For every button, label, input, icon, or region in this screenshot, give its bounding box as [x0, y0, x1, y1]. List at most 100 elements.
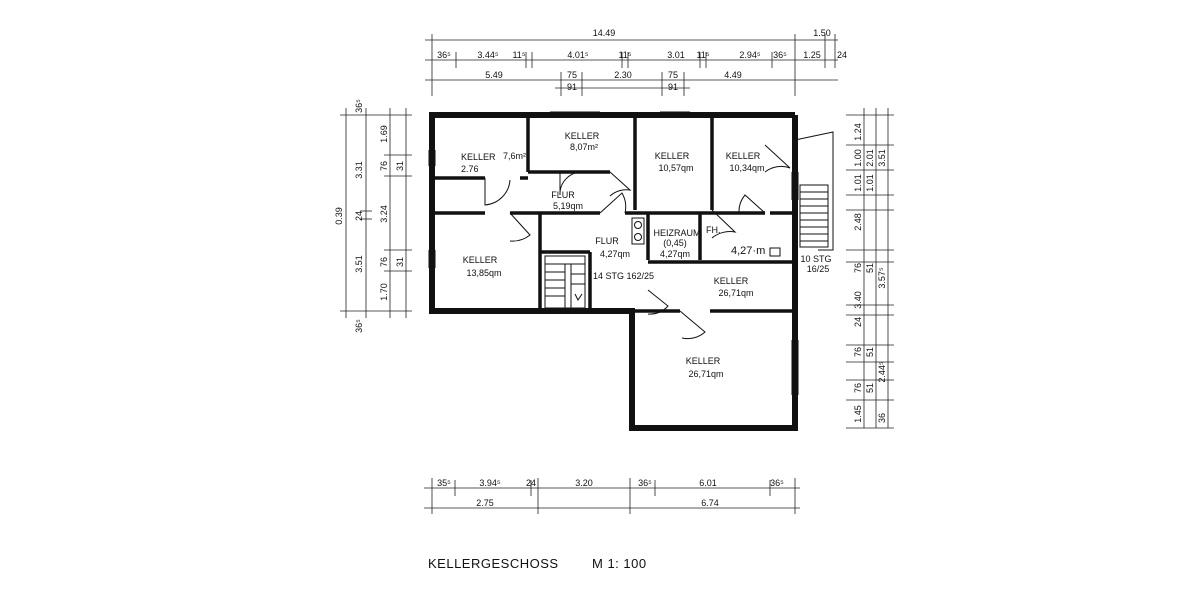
right-dimensions: 1.24 1.00 2.01 1.01 1.01 2.48 76 51 3.40…	[846, 108, 894, 429]
dim-bottom-row2-1: 6.74	[701, 498, 719, 508]
dim-left-inner-1: 76	[379, 161, 389, 171]
room-keller-4-area: 10,34qm	[729, 163, 764, 173]
room-keller-5-name: KELLER	[463, 255, 498, 265]
room-flur-2-name: FLUR	[595, 236, 619, 246]
room-keller-1-area: 7,6m²	[503, 151, 526, 161]
dim-top-row2-3: 75	[668, 70, 678, 80]
door-arc	[609, 171, 632, 197]
dim-top-row3-1: 91	[668, 82, 678, 92]
dim-top-row1-7: 2.94⁵	[739, 50, 761, 60]
room-flur-1-area: 5,19qm	[553, 201, 583, 211]
bottom-dimensions: 35⁵ 3.94⁵ 24 3.20 36⁵ 6.01 36⁵ 2.75 6.74	[424, 478, 800, 514]
dim-top-row1-1: 3.44⁵	[477, 50, 499, 60]
room-keller-2-area: 8,07m²	[570, 142, 598, 152]
dim-right-inner-9: 24	[853, 317, 863, 327]
dim-right-outer-2: 2.44⁵	[877, 361, 887, 383]
dim-bottom-row1-3: 3.20	[575, 478, 593, 488]
room-keller-7-area: 26,71qm	[688, 369, 723, 379]
dim-right-inner-2: 2.01	[865, 149, 875, 167]
room-keller-7-name: KELLER	[686, 356, 721, 366]
outdoor-stairs	[799, 184, 829, 248]
dim-bottom-row1-6: 36⁵	[770, 478, 784, 488]
room-flur-1-name: FLUR	[551, 190, 575, 200]
label-fh: FH.	[706, 225, 721, 235]
dim-right-outer-1: 3.57⁵	[877, 267, 887, 289]
label-stairs-outer-a: 10 STG	[800, 254, 831, 264]
interior-stairs	[544, 255, 586, 309]
room-keller-1-name: KELLER	[461, 152, 496, 162]
dim-right-outer-0: 3.51	[877, 149, 887, 167]
dim-left-outer-0: 36⁵	[354, 99, 364, 113]
dim-left-total: 0.39	[334, 207, 344, 225]
dim-top-row2-1: 75	[567, 70, 577, 80]
dim-left-inner-3: 3.24	[379, 205, 389, 223]
door-arc	[484, 178, 511, 206]
dim-left-inner-5: 31	[395, 257, 405, 267]
windows	[428, 111, 799, 395]
dim-right-inner-10: 76	[853, 347, 863, 357]
room-keller-6-name: KELLER	[714, 276, 749, 286]
dim-left-inner-0: 1.69	[379, 125, 389, 143]
door-arc	[711, 209, 737, 239]
dim-bottom-row1-0: 35⁵	[437, 478, 451, 488]
room-heizraum-name: HEIZRAUM	[654, 228, 701, 238]
door-arc	[509, 212, 531, 242]
dim-top-row1-10: 24	[837, 50, 847, 60]
dim-top-row1-0: 36⁵	[437, 50, 451, 60]
dim-left-outer-1: 3.31	[354, 161, 364, 179]
doors	[484, 144, 791, 340]
dim-top-row1-6: 11⁵	[696, 50, 709, 60]
fuel-tank-icon	[769, 247, 781, 257]
dim-right-inner-6: 76	[853, 263, 863, 273]
dim-top-row1-9: 1.25	[803, 50, 821, 60]
dim-top-row2-4: 4.49	[724, 70, 742, 80]
room-keller-4-name: KELLER	[726, 151, 761, 161]
dim-top-row1-3: 4.01⁵	[567, 50, 589, 60]
dim-top-row1-8: 36⁵	[773, 50, 787, 60]
dim-bottom-row1-4: 36⁵	[638, 478, 652, 488]
room-keller-2-name: KELLER	[565, 131, 600, 141]
dim-top-row2-2: 2.30	[614, 70, 632, 80]
dim-bottom-row1-2: 24	[526, 478, 536, 488]
dim-right-inner-7: 51	[865, 263, 875, 273]
dim-top-row1-4: 11⁵	[618, 50, 631, 60]
door-arc	[764, 144, 791, 173]
door-arc	[647, 289, 669, 315]
top-dimensions: 14.49 1.50 36⁵ 3.44⁵ 11⁵ 4.01⁵ 11⁵ 3.01 …	[425, 28, 847, 96]
room-keller-5-area: 13,85qm	[466, 268, 501, 278]
dim-top-row2-0: 5.49	[485, 70, 503, 80]
dim-left-outer-4: 36⁵	[354, 319, 364, 333]
door-arc	[599, 192, 627, 214]
dim-right-inner-14: 1.45	[853, 405, 863, 423]
dim-left-outer-3: 3.51	[354, 255, 364, 273]
dim-right-inner-11: 51	[865, 347, 875, 357]
dim-left-inner-4: 76	[379, 257, 389, 267]
room-flur-2-area: 4,27qm	[600, 249, 630, 259]
dim-right-inner-1: 1.00	[853, 149, 863, 167]
dim-right-inner-12: 76	[853, 383, 863, 393]
dim-right-inner-5: 2.48	[853, 213, 863, 231]
room-labels: KELLER 7,6m² 2.76 KELLER 8,07m² KELLER 1…	[461, 131, 832, 379]
door-arc	[679, 310, 706, 340]
dim-left-outer-2: 24	[354, 211, 364, 221]
plan-scale: M 1: 100	[592, 556, 647, 571]
dim-bottom-row2-0: 2.75	[476, 498, 494, 508]
boiler-icon	[631, 217, 645, 245]
room-heizraum-area: 4,27qm	[660, 249, 690, 259]
door-arc	[738, 194, 766, 214]
label-stairs-outer-b: 16/25	[807, 264, 830, 274]
door-arc	[559, 171, 583, 196]
dim-top-row1-5: 3.01	[667, 50, 685, 60]
label-stairs-inner: 14 STG 162/25	[593, 271, 654, 281]
room-keller-1-extra: 2.76	[461, 164, 479, 174]
dim-right-inner-13: 51	[865, 383, 875, 393]
dim-left-inner-6: 1.70	[379, 283, 389, 301]
left-dimensions: 0.39 36⁵ 3.31 24 3.51 36⁵ 1.69 76 31 3.2…	[334, 99, 412, 333]
dim-right-inner-4: 1.01	[865, 174, 875, 192]
dim-right-inner-15: 36	[877, 413, 887, 423]
dim-left-inner-2: 31	[395, 161, 405, 171]
room-heizraum-note: (0,45)	[663, 238, 687, 248]
room-keller-6-area: 26,71qm	[718, 288, 753, 298]
dim-top-row3-0: 91	[567, 82, 577, 92]
dim-bottom-row1-5: 6.01	[699, 478, 717, 488]
